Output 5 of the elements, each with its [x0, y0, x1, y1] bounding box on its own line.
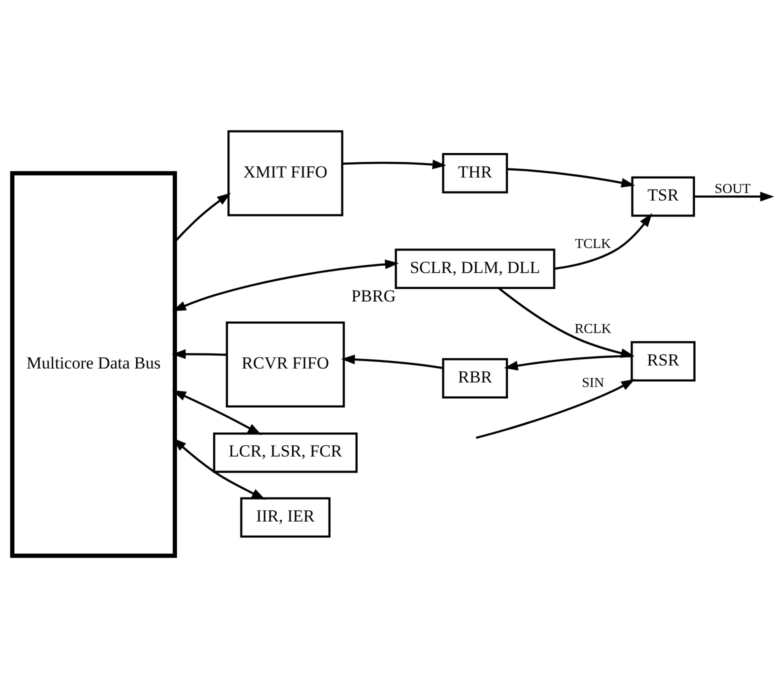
edge-label: RCLK: [574, 321, 612, 336]
node-label: PBRG: [351, 286, 396, 306]
edge-label: SOUT: [714, 180, 751, 196]
edge-label: SIN: [582, 375, 604, 390]
edge-label: TCLK: [574, 236, 611, 252]
